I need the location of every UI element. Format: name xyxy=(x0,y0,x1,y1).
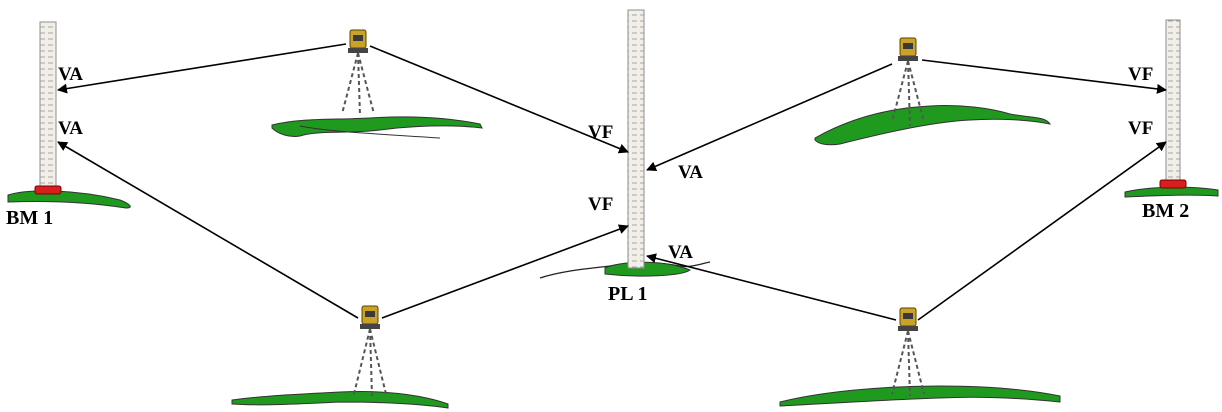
sight-arrow-i3-to-pl1 xyxy=(381,224,629,319)
label-vf-pl1-top: VF xyxy=(588,122,613,143)
ground-pl1 xyxy=(539,261,711,279)
sight-arrow-i1-to-pl1 xyxy=(369,45,629,154)
instrument-4 xyxy=(891,307,925,397)
label-va-pl1-bottom: VA xyxy=(668,242,693,263)
ground-bm1 xyxy=(7,190,131,209)
leveling-rod-bm2 xyxy=(1159,19,1187,189)
leveling-rod-pl1 xyxy=(627,9,645,269)
label-va-pl1-top: VA xyxy=(678,162,703,183)
station-label-pl1: PL 1 xyxy=(608,283,647,305)
label-va-bm1-bottom: VA xyxy=(58,118,83,139)
ground-instrument-3 xyxy=(231,391,449,409)
instrument-3 xyxy=(353,305,387,397)
ground-bm2 xyxy=(1124,186,1219,198)
sight-arrow-i2-to-bm2 xyxy=(921,59,1167,94)
leveling-rod-bm1 xyxy=(34,21,62,195)
label-vf-bm2-bottom: VF xyxy=(1128,118,1153,139)
sight-arrow-i3-to-bm1 xyxy=(57,141,359,319)
sight-arrow-i4-to-pl1 xyxy=(646,253,897,321)
sight-arrow-i4-to-bm2 xyxy=(917,141,1167,321)
ground-instrument-1 xyxy=(271,116,483,139)
station-label-bm2: BM 2 xyxy=(1142,200,1189,222)
label-vf-pl1-bottom: VF xyxy=(588,194,613,215)
ground-instrument-2 xyxy=(814,104,1052,146)
label-vf-bm2-top: VF xyxy=(1128,64,1153,85)
label-va-bm1-top: VA xyxy=(58,64,83,85)
instrument-2 xyxy=(891,37,925,127)
sight-arrow-i1-to-bm1 xyxy=(57,43,347,94)
instrument-1 xyxy=(341,29,375,117)
sight-arrow-i2-to-pl1 xyxy=(646,63,893,172)
station-label-bm1: BM 1 xyxy=(6,207,53,229)
ground-instrument-4 xyxy=(779,385,1061,407)
